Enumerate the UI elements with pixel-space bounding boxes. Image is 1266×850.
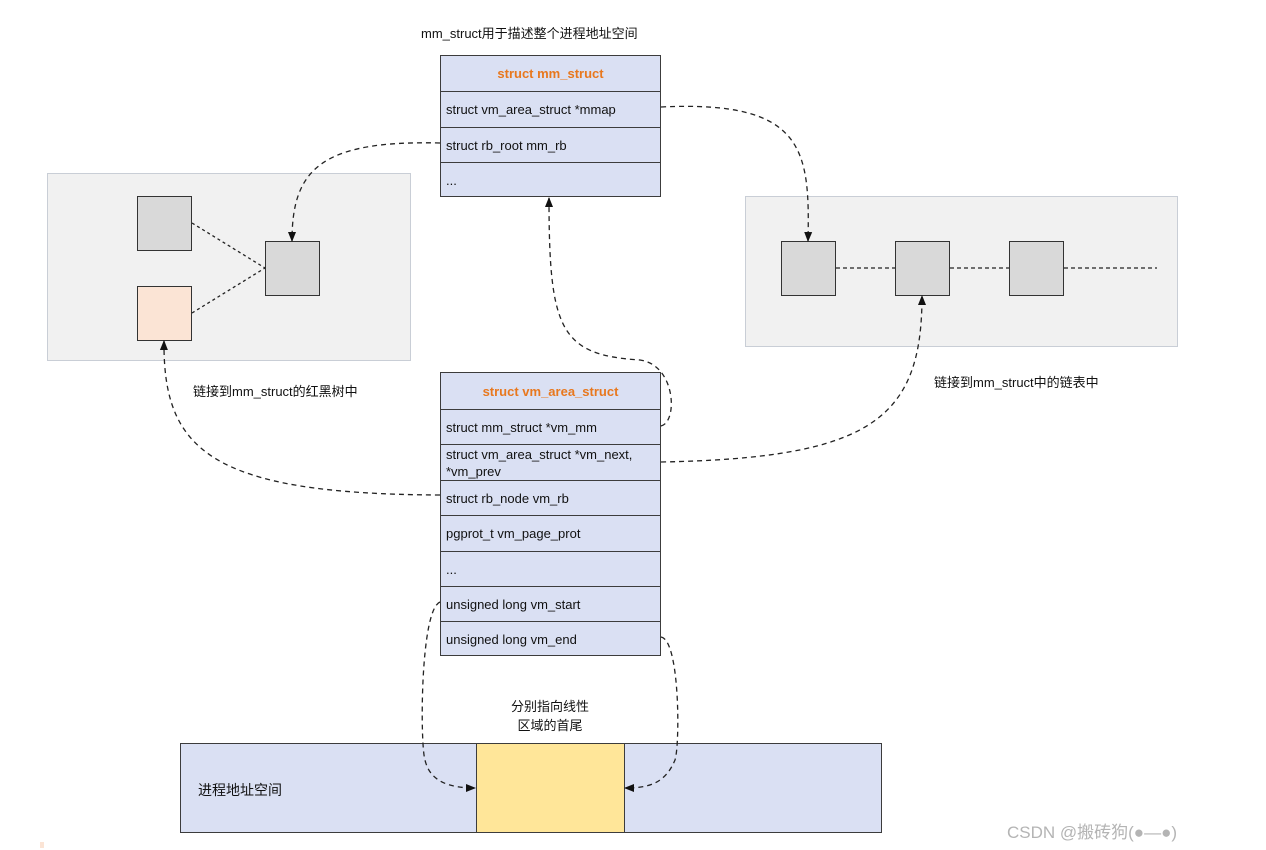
mm-struct-title: struct mm_struct [497, 66, 604, 81]
mm-struct-box: struct mm_struct struct vm_area_struct *… [440, 55, 661, 197]
arrow-mm-rb-to-rbtree [288, 142, 441, 242]
vm-area-field-vm-mm: struct mm_struct *vm_mm [441, 409, 660, 444]
list-caption: 链接到mm_struct中的链表中 [934, 375, 1099, 390]
vm-area-field-ellipsis: ... [441, 551, 660, 586]
arrow-vm-start-to-region [421, 601, 476, 792]
rbtree-node-highlighted [137, 286, 192, 341]
rbtree-node-root [265, 241, 320, 296]
mm-struct-field-mm-rb: struct rb_root mm_rb [441, 127, 660, 162]
region-caption: 分别指向线性 区域的首尾 [510, 699, 589, 733]
vm-area-field-vm-page-prot: pgprot_t vm_page_prot [441, 515, 660, 551]
rbtree-caption: 链接到mm_struct的红黑树中 [193, 384, 358, 399]
top-caption: mm_struct用于描述整个进程地址空间 [421, 26, 638, 41]
vm-area-struct-title: struct vm_area_struct [482, 383, 619, 399]
watermark: CSDN @搬砖狗(●—●) [1007, 823, 1178, 842]
arrow-mmap-to-list [660, 105, 813, 242]
address-space-label: 进程地址空间 [198, 782, 282, 798]
vm-area-field-vm-rb: struct rb_node vm_rb [441, 480, 660, 515]
rbtree-edge-lower [191, 267, 266, 314]
arrow-vm-end-to-region [624, 636, 679, 792]
rbtree-panel [47, 173, 411, 361]
vm-area-field-vm-end: unsigned long vm_end [441, 621, 660, 656]
arrow-vm-rb-to-rbtree [159, 340, 441, 496]
arrow-vm-mm-to-mm-struct [545, 197, 672, 427]
linear-region [476, 743, 625, 833]
list-node-3 [1009, 241, 1064, 296]
rbtree-edge-upper [191, 222, 266, 269]
vm-area-field-vm-next-prev: struct vm_area_struct *vm_next, *vm_prev [441, 444, 660, 480]
mm-struct-field-ellipsis: ... [441, 162, 660, 197]
arrow-vm-next-to-list [660, 295, 926, 463]
list-node-2 [895, 241, 950, 296]
mm-struct-field-mmap: struct vm_area_struct *mmap [441, 91, 660, 127]
vm-area-field-vm-start: unsigned long vm_start [441, 586, 660, 621]
vm-area-struct-box: struct vm_area_struct struct mm_struct *… [440, 372, 661, 656]
rbtree-node-upper [137, 196, 192, 251]
